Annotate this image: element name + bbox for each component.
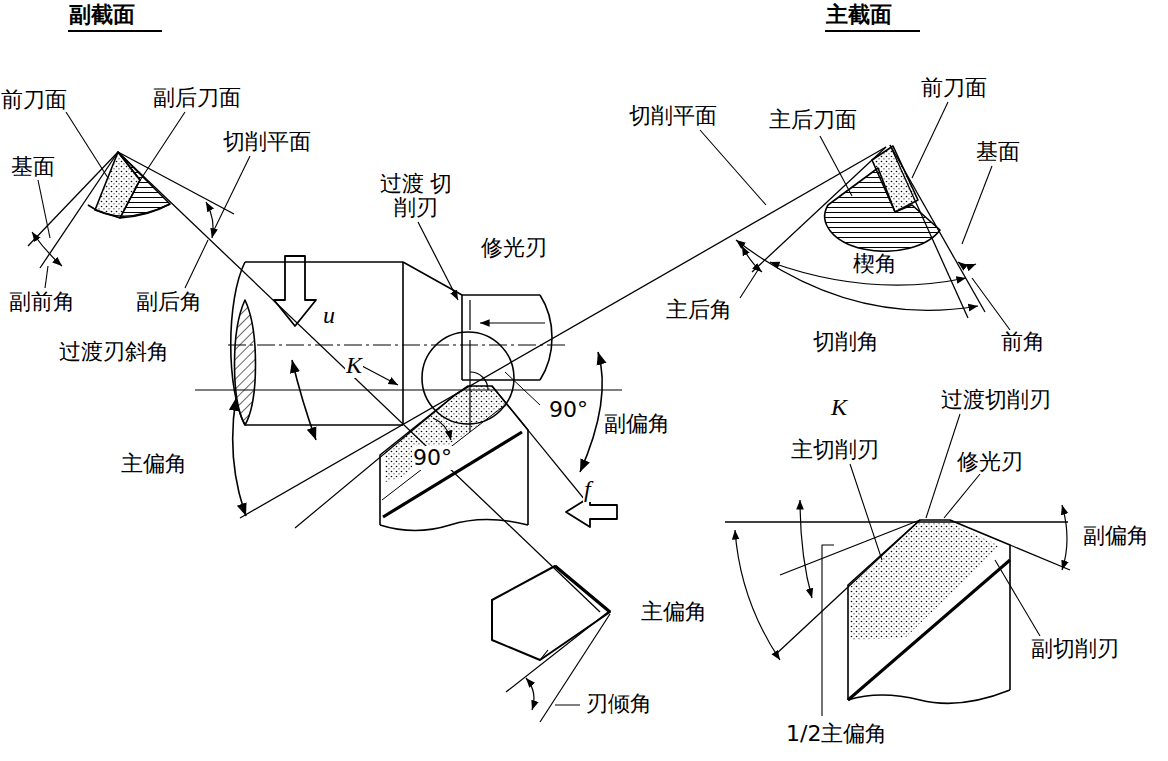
part-label: 过渡 切削刃	[378, 172, 454, 220]
part-label: 主偏角	[120, 452, 188, 476]
section-title: 副截面	[68, 3, 136, 27]
part-label: 副前角	[8, 290, 76, 314]
part-label: 副后角	[135, 290, 203, 314]
part-label: 主后刀面	[768, 108, 858, 132]
part-label: 基面	[975, 140, 1021, 164]
view-symbol: K	[345, 352, 363, 378]
part-label: 副切削刃	[1030, 637, 1120, 661]
angle-value: 90°	[548, 398, 589, 422]
part-label: 前刀面	[0, 88, 68, 112]
part-label: 楔角	[852, 252, 898, 276]
part-label: 前刀面	[920, 76, 988, 100]
part-label: 副偏角	[1082, 524, 1150, 548]
part-label: 主后角	[665, 298, 733, 322]
part-label: 主切削刃	[790, 438, 880, 462]
part-label: 切削平面	[628, 104, 718, 128]
part-label: 修光刃	[956, 450, 1024, 474]
angle-value: 90°	[412, 446, 453, 470]
velocity-symbol: u	[322, 302, 336, 328]
view-symbol: K	[830, 394, 848, 420]
part-label: 过渡刃斜角	[58, 340, 170, 364]
part-label: 修光刃	[480, 236, 548, 260]
part-label: 基面	[10, 155, 56, 179]
part-label: 刃倾角	[585, 692, 653, 716]
part-label: 切削平面	[222, 130, 312, 154]
section-title: 主截面	[825, 3, 893, 27]
part-label: 前角	[1000, 330, 1046, 354]
part-label: 副偏角	[603, 412, 671, 436]
part-label: 1/2主偏角	[785, 722, 888, 746]
part-label: 过渡切削刃	[940, 388, 1052, 412]
part-label: 切削角	[812, 330, 880, 354]
feed-symbol: f	[583, 476, 592, 502]
part-label: 副后刀面	[152, 86, 242, 110]
part-label: 主偏角	[640, 600, 708, 624]
